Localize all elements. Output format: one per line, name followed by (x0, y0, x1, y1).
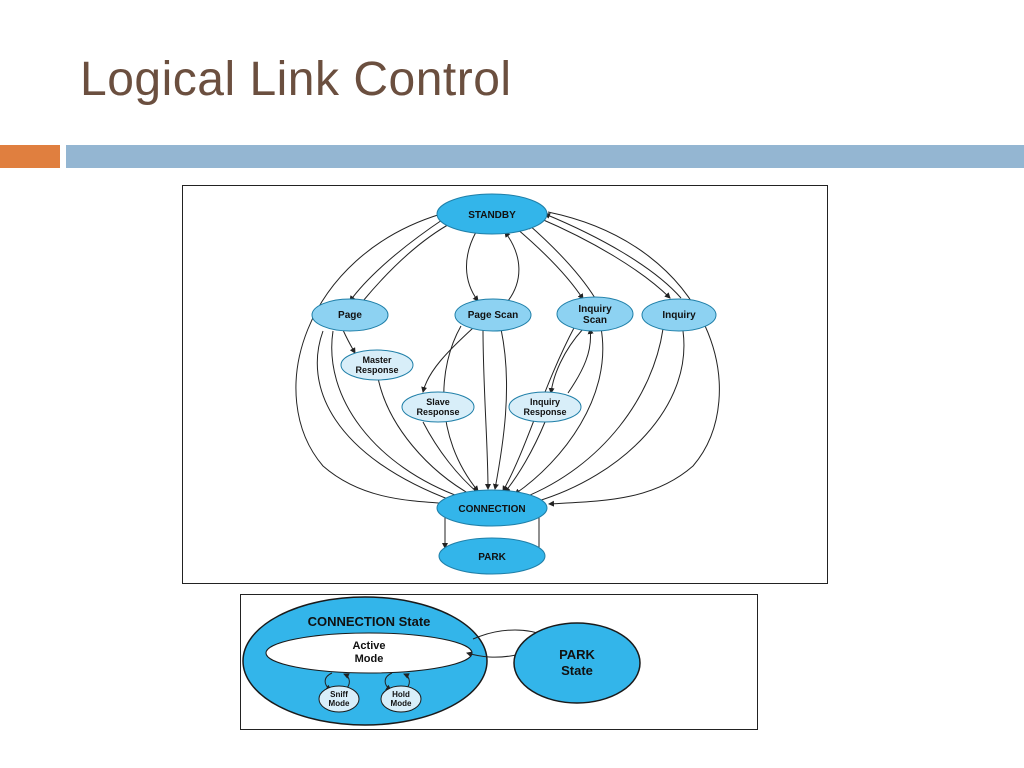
edge-standby-inqscan (515, 227, 584, 300)
edge-pagescan-connection-c (492, 328, 508, 490)
node-slave-response: Slave Response (401, 391, 475, 423)
edge-standby-connection-left (295, 213, 454, 507)
edge-slaveresp-connection (422, 421, 479, 494)
hold-mode-label-2: Mode (391, 699, 412, 708)
hold-mode-ellipse (380, 685, 422, 713)
sniff-mode-label-1: Sniff (330, 690, 348, 699)
edge-inqscan-inqresp (548, 328, 584, 394)
park-state-ellipse (513, 622, 641, 704)
node-inquiry-response-label-2: Response (523, 407, 566, 417)
state-edges (295, 211, 720, 549)
node-inquiry-response-label-1: Inquiry (530, 397, 560, 407)
state-diagram-figure: STANDBY Page Page Scan Inquiry Scan Inqu… (182, 185, 828, 584)
node-master-response: Master Response (340, 349, 414, 381)
edge-park-to-connection (466, 651, 517, 658)
edge-pagescan-standby (504, 231, 520, 302)
node-standby-label: STANDBY (468, 210, 516, 221)
edge-inquiry-standby (544, 213, 682, 299)
state-diagram-svg: STANDBY Page Page Scan Inquiry Scan Inqu… (295, 193, 720, 575)
node-inquiry-label: Inquiry (662, 310, 696, 321)
edge-standby-inquiry (538, 217, 671, 299)
node-page-scan-label: Page Scan (468, 310, 519, 321)
slide-title: Logical Link Control (80, 53, 512, 106)
sniff-mode-label-2: Mode (329, 699, 350, 708)
edge-inquiry-connection-b (534, 330, 685, 504)
connection-state-label: CONNECTION State (308, 614, 431, 629)
edge-page-masterresp (342, 329, 356, 354)
edge-page-connection-b (331, 330, 464, 500)
park-state-label-2: State (561, 663, 593, 678)
edge-pagescan-connection-b (482, 328, 491, 490)
edge-inqresp-connection (504, 421, 546, 493)
node-inquiry: Inquiry (641, 298, 717, 332)
sniff-mode-ellipse (318, 685, 360, 713)
edge-standby-pagescan (466, 231, 479, 302)
edge-pagescan-slaveresp (421, 327, 474, 393)
node-inquiry-response: Inquiry Response (508, 391, 582, 423)
connection-state-figure: CONNECTION State Active Mode Sniff Mode … (240, 594, 758, 730)
node-inquiry-scan-label-1: Inquiry (578, 304, 612, 315)
active-mode-label-2: Mode (355, 653, 384, 665)
edge-inqscan-connection-b (514, 327, 604, 495)
edge-connection-standby-right (547, 211, 720, 507)
edge-inquiry-connection-a (522, 328, 664, 499)
node-park-label: PARK (478, 552, 506, 563)
node-standby: STANDBY (436, 193, 548, 235)
title-divider-bar (66, 145, 1024, 168)
node-master-response-label-1: Master (362, 355, 392, 365)
connection-state-svg: CONNECTION State Active Mode Sniff Mode … (242, 596, 641, 726)
node-slave-response-label-2: Response (416, 407, 459, 417)
title-accent-bar (0, 145, 60, 168)
edge-masterresp-connection (377, 377, 474, 497)
node-inquiry-scan-label-2: Scan (583, 315, 607, 326)
node-connection-label: CONNECTION (458, 504, 525, 515)
edge-inqresp-inqscan (567, 328, 594, 394)
park-state-label-1: PARK (559, 647, 595, 662)
node-inquiry-scan: Inquiry Scan (556, 296, 634, 332)
node-page: Page (311, 298, 389, 332)
edge-page-standby (362, 221, 454, 302)
edge-standby-page (349, 217, 446, 302)
node-park: PARK (438, 537, 546, 575)
hold-mode-label-1: Hold (392, 690, 410, 699)
node-slave-response-label-1: Slave (426, 397, 450, 407)
node-master-response-label-2: Response (355, 365, 398, 375)
edge-page-connection-a (316, 330, 454, 503)
node-connection: CONNECTION (436, 489, 548, 527)
node-page-scan: Page Scan (454, 298, 532, 332)
edge-inqscan-standby (527, 223, 596, 299)
active-mode-label-1: Active (352, 640, 385, 652)
node-page-label: Page (338, 310, 362, 321)
